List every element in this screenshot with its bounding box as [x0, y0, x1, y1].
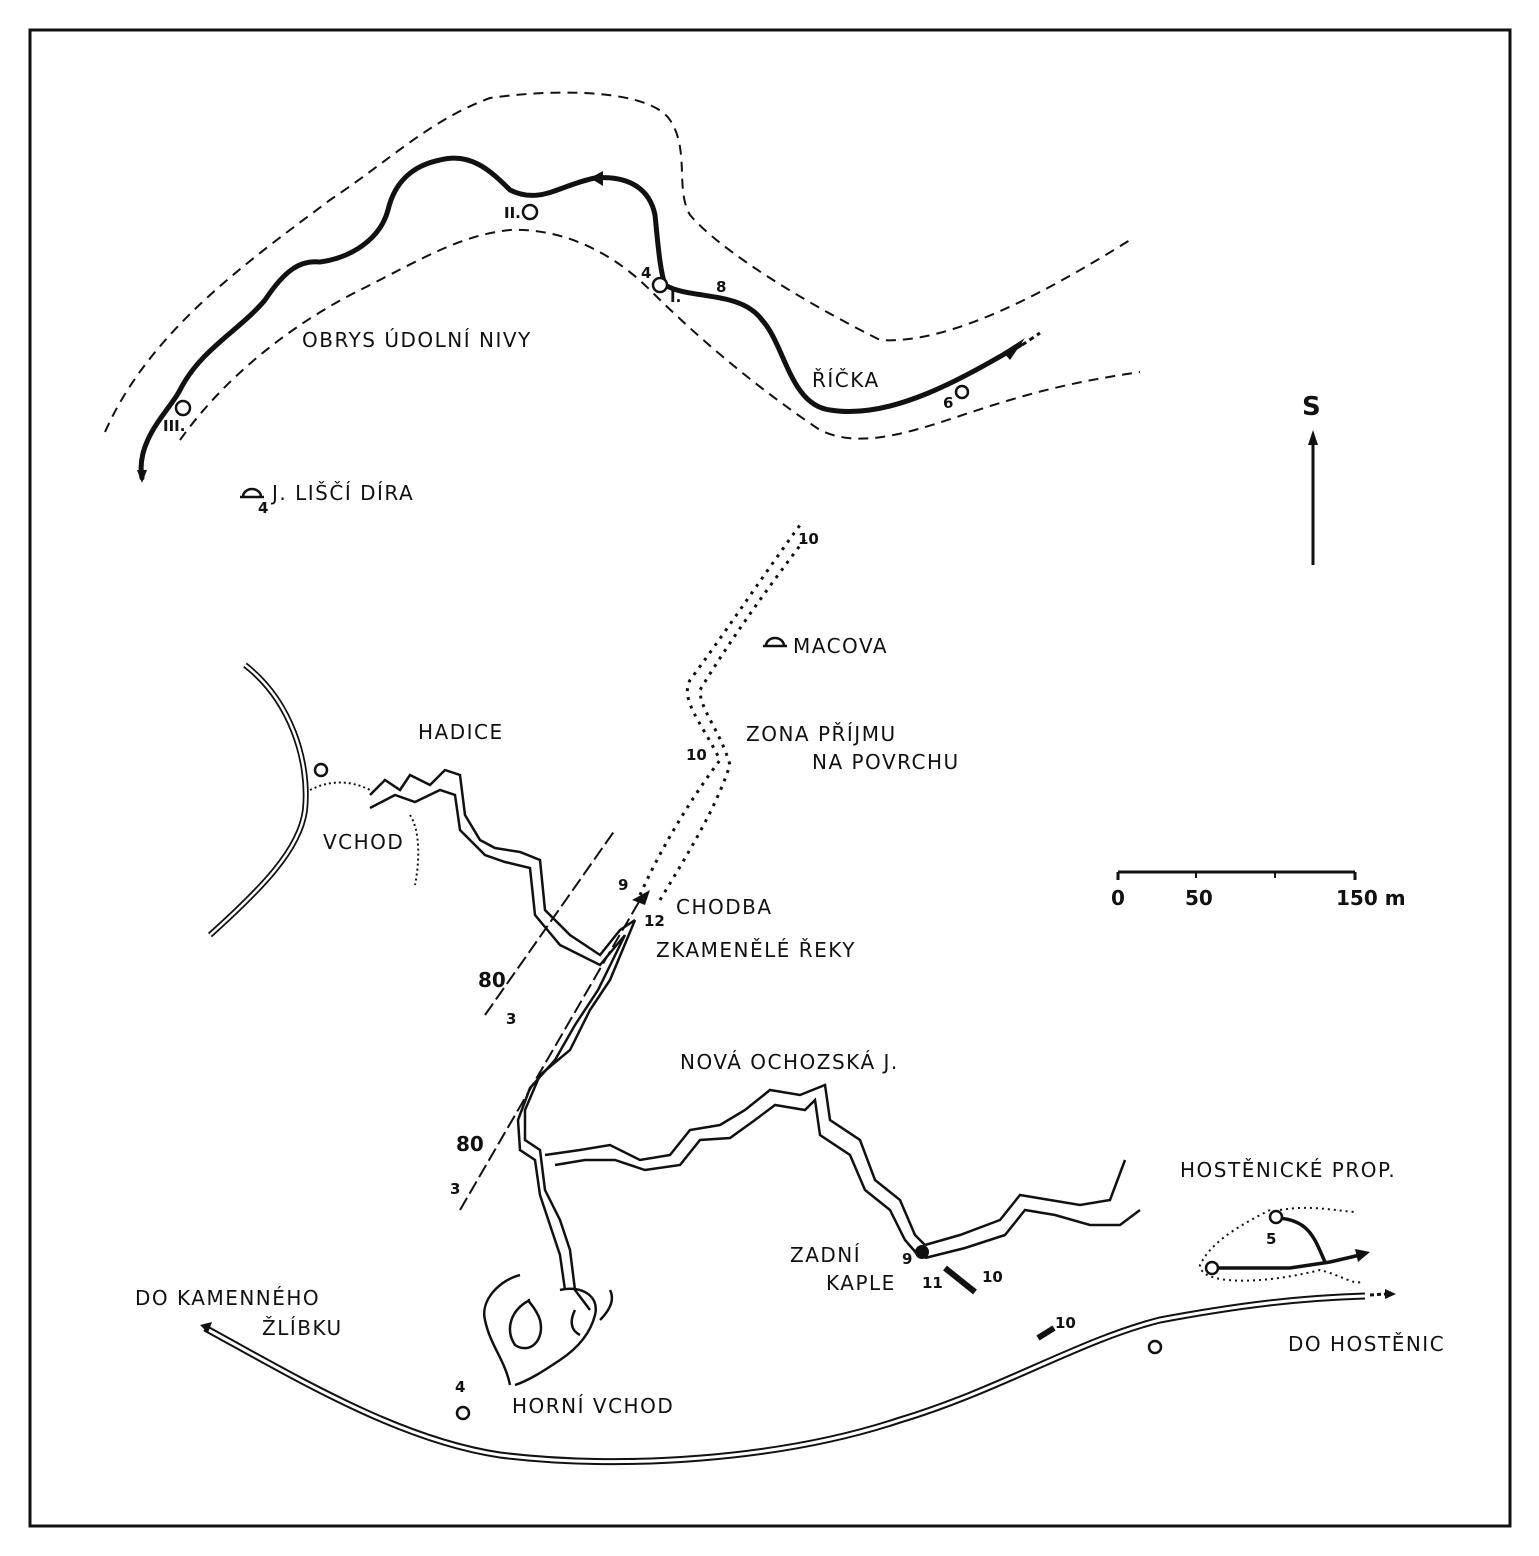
floodplain-outline: [104, 91, 1131, 433]
labyrinth: [482, 1273, 614, 1387]
chamber-label-kaple: KAPLE: [826, 1271, 896, 1295]
point-label: 10: [686, 746, 707, 764]
ponor-label-3: III.: [163, 417, 186, 435]
road-label-east: DO HOSTĚNIC: [1288, 1332, 1446, 1356]
side-road-inner: [209, 664, 307, 936]
point-label: 8: [716, 278, 727, 296]
entrance-slope: [309, 781, 420, 886]
ponor-label-2: II.: [504, 204, 521, 222]
point-label: 4: [641, 264, 652, 282]
ponor-label-1: I.: [670, 288, 682, 306]
scale-label-150: 150 m: [1336, 886, 1406, 910]
ponor-circle-1: [651, 276, 669, 294]
stream-arrow-start: [1003, 338, 1025, 360]
spring-symbol: [954, 384, 970, 400]
point-label: 5: [1266, 1230, 1277, 1248]
upper-entrance-label: HORNÍ VCHOD: [512, 1394, 675, 1418]
stream-ricka: [138, 155, 1023, 481]
point-label: 11: [922, 1274, 943, 1292]
stop-marker: [1147, 1339, 1163, 1355]
depression-label: HOSTĚNICKÉ PROP.: [1180, 1158, 1397, 1182]
stream-arrow: [1355, 1249, 1370, 1262]
stream-label: ŘÍČKA: [812, 368, 880, 392]
cave-entrance-icon: [763, 636, 787, 648]
cave-label-macova: MACOVA: [793, 634, 889, 658]
north-arrow-head: [1308, 430, 1318, 445]
cave-entrance-icon: [240, 487, 264, 499]
road-arrow: [200, 1322, 212, 1333]
stop-marker: [455, 1405, 471, 1421]
ponor-circle: [1204, 1260, 1220, 1276]
map-frame: [28, 28, 1512, 1528]
zone-label-1: ZONA PŘÍJMU: [746, 722, 897, 746]
zone-label-2: NA POVRCHU: [812, 750, 960, 774]
road: [203, 1292, 1366, 1466]
point-label: 9: [902, 1250, 913, 1268]
point-label: 12: [644, 912, 665, 930]
stream-arrow-mid: [590, 171, 603, 186]
passage-label-zkamenele: ZKAMENĚLÉ ŘEKY: [656, 938, 856, 962]
passage-marker: [915, 1245, 929, 1259]
cave-label-hadice: HADICE: [418, 720, 504, 744]
side-road: [207, 662, 309, 938]
passage-marker: [943, 1265, 977, 1295]
ponor-circle-3: [174, 399, 192, 417]
ponor-circle: [1268, 1209, 1284, 1225]
road-end: [1369, 1292, 1386, 1297]
cave-label-lisci: J. LIŠČÍ DÍRA: [272, 481, 415, 505]
floodplain-outline-inner: [179, 228, 1141, 441]
point-label: 3: [506, 1010, 517, 1028]
road-inner: [204, 1294, 1366, 1464]
passage-marker: [1036, 1325, 1056, 1341]
floodplain-label: OBRYS ÚDOLNÍ NIVY: [302, 328, 532, 352]
stream-inflow: [1021, 331, 1041, 347]
stop-marker: [313, 762, 329, 778]
ponor-circle-2: [521, 203, 539, 221]
road-label-west-1: DO KAMENNÉHO: [135, 1286, 321, 1310]
point-label: 10: [982, 1268, 1003, 1286]
surface-zone: [638, 524, 802, 896]
cave-label-nova: NOVÁ OCHOZSKÁ J.: [680, 1050, 899, 1074]
north-label: S: [1302, 392, 1321, 422]
point-label: 10: [1055, 1314, 1076, 1332]
point-label: 4: [258, 499, 269, 517]
surface-zone: [658, 534, 810, 901]
road-arrow: [1385, 1289, 1396, 1299]
passage-label-chodba: CHODBA: [676, 895, 773, 919]
stream-arrow-end: [137, 470, 147, 483]
fault-line: [459, 899, 641, 1211]
passage-marker: [632, 890, 650, 905]
chamber-label-zadni: ZADNÍ: [790, 1243, 862, 1267]
point-label: 10: [798, 530, 819, 548]
hostenicke-stream: [1210, 1216, 1361, 1270]
point-label: 6: [943, 394, 954, 412]
point-label: 3: [450, 1180, 461, 1198]
dip-label: 80: [478, 968, 506, 992]
cave-passage-wall: [369, 788, 1141, 1291]
scale-label-50: 50: [1185, 886, 1213, 910]
cave-passage: [369, 768, 1127, 1311]
scale-label-0: 0: [1111, 886, 1125, 910]
point-label: 9: [618, 876, 629, 894]
point-label: 4: [455, 1378, 466, 1396]
dip-label: 80: [456, 1132, 484, 1156]
road-label-west-2: ŽLÍBKU: [262, 1316, 343, 1340]
entrance-label: VCHOD: [323, 830, 405, 854]
